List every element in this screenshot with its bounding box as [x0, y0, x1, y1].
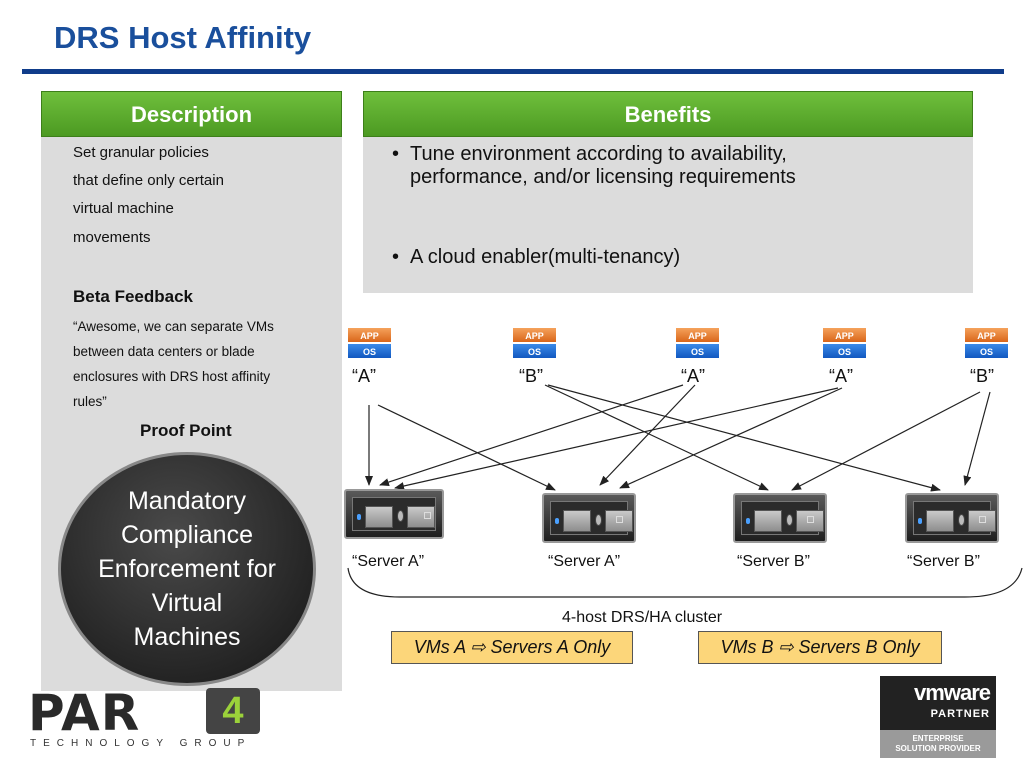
cluster-label: 4-host DRS/HA cluster	[562, 609, 723, 626]
os-badge: OS	[964, 343, 1009, 359]
vmware-wordmark: vmware	[914, 680, 991, 705]
quote-line: between data centers or blade	[73, 344, 255, 359]
benefits-header: Benefits	[363, 91, 973, 137]
server-icon	[905, 493, 999, 543]
vm-icon: APP OS	[512, 327, 557, 361]
app-badge: APP	[347, 327, 392, 343]
app-badge: APP	[675, 327, 720, 343]
circle-line: Machines	[133, 623, 241, 651]
server-icon	[542, 493, 636, 543]
description-header: Description	[41, 91, 342, 137]
par4-number: 4	[206, 688, 260, 734]
circle-line: Mandatory	[127, 487, 247, 515]
server-label: “Server B”	[737, 553, 810, 570]
os-badge: OS	[512, 343, 557, 359]
proof-point-circle: Mandatory Compliance Enforcement for Vir…	[58, 452, 316, 686]
arrow	[394, 387, 839, 490]
arrow	[544, 384, 769, 491]
rule-vms-a: VMs A ⇨ Servers A Only	[391, 631, 633, 664]
benefit-bullet: •Tune environment according to availabil…	[392, 143, 796, 188]
proof-point-title: Proof Point	[140, 421, 232, 440]
par4-logo: PAR 4 TECHNOLOGY GROUP	[28, 684, 273, 756]
rule-vms-b: VMs B ⇨ Servers B Only	[698, 631, 942, 664]
vmware-tier-line: SOLUTION PROVIDER	[895, 744, 981, 753]
par4-wordmark: PAR	[28, 684, 141, 742]
quote-line: rules”	[73, 394, 107, 409]
vm-icon: APP OS	[347, 327, 392, 361]
vm-label: “A”	[352, 366, 376, 386]
arrow	[547, 384, 941, 492]
benefit-bullet: •A cloud enabler(multi-tenancy)	[392, 246, 681, 268]
vm-label: “B”	[970, 366, 994, 386]
cluster-brace	[347, 567, 1023, 598]
server-icon	[733, 493, 827, 543]
vmware-partner-text: PARTNER	[930, 708, 990, 720]
server-label: “Server B”	[907, 553, 980, 570]
app-badge: APP	[964, 327, 1009, 343]
vmware-tier-line: ENTERPRISE	[912, 734, 964, 743]
arrow	[619, 387, 843, 489]
server-label: “Server A”	[548, 553, 621, 570]
beta-feedback-title: Beta Feedback	[73, 287, 193, 306]
arrow	[599, 384, 696, 486]
benefits-panel	[363, 137, 973, 293]
app-badge: APP	[822, 327, 867, 343]
par4-tagline: TECHNOLOGY GROUP	[30, 738, 252, 749]
arrow	[379, 384, 684, 486]
quote-line: “Awesome, we can separate VMs	[73, 319, 274, 334]
os-badge: OS	[822, 343, 867, 359]
os-badge: OS	[675, 343, 720, 359]
quote-line: enclosures with DRS host affinity	[73, 369, 271, 384]
vm-label: “B”	[519, 366, 543, 386]
description-line: that define only certain	[73, 172, 224, 189]
title-divider	[22, 69, 1004, 74]
circle-line: Enforcement for	[98, 555, 276, 583]
vmware-partner-logo: vmware PARTNER ENTERPRISE SOLUTION PROVI…	[880, 676, 996, 758]
description-line: virtual machine	[73, 200, 174, 217]
vm-icon: APP OS	[964, 327, 1009, 361]
benefit-line: performance, and/or licensing requiremen…	[410, 166, 796, 188]
description-line: Set granular policies	[73, 144, 209, 161]
description-line: movements	[73, 229, 151, 246]
server-label: “Server A”	[352, 553, 425, 570]
server-icon	[344, 489, 444, 539]
arrow	[377, 404, 556, 491]
arrow	[963, 391, 991, 486]
circle-line: Virtual	[151, 589, 223, 617]
benefit-line: Tune environment according to availabili…	[410, 143, 787, 165]
vm-label: “A”	[681, 366, 705, 386]
vm-icon: APP OS	[675, 327, 720, 361]
vm-label: “A”	[829, 366, 853, 386]
arrow	[791, 391, 981, 491]
benefit-line: A cloud enabler(multi-tenancy)	[410, 246, 681, 268]
page-title: DRS Host Affinity	[54, 20, 312, 55]
os-badge: OS	[347, 343, 392, 359]
vm-icon: APP OS	[822, 327, 867, 361]
circle-line: Compliance	[120, 521, 253, 549]
app-badge: APP	[512, 327, 557, 343]
